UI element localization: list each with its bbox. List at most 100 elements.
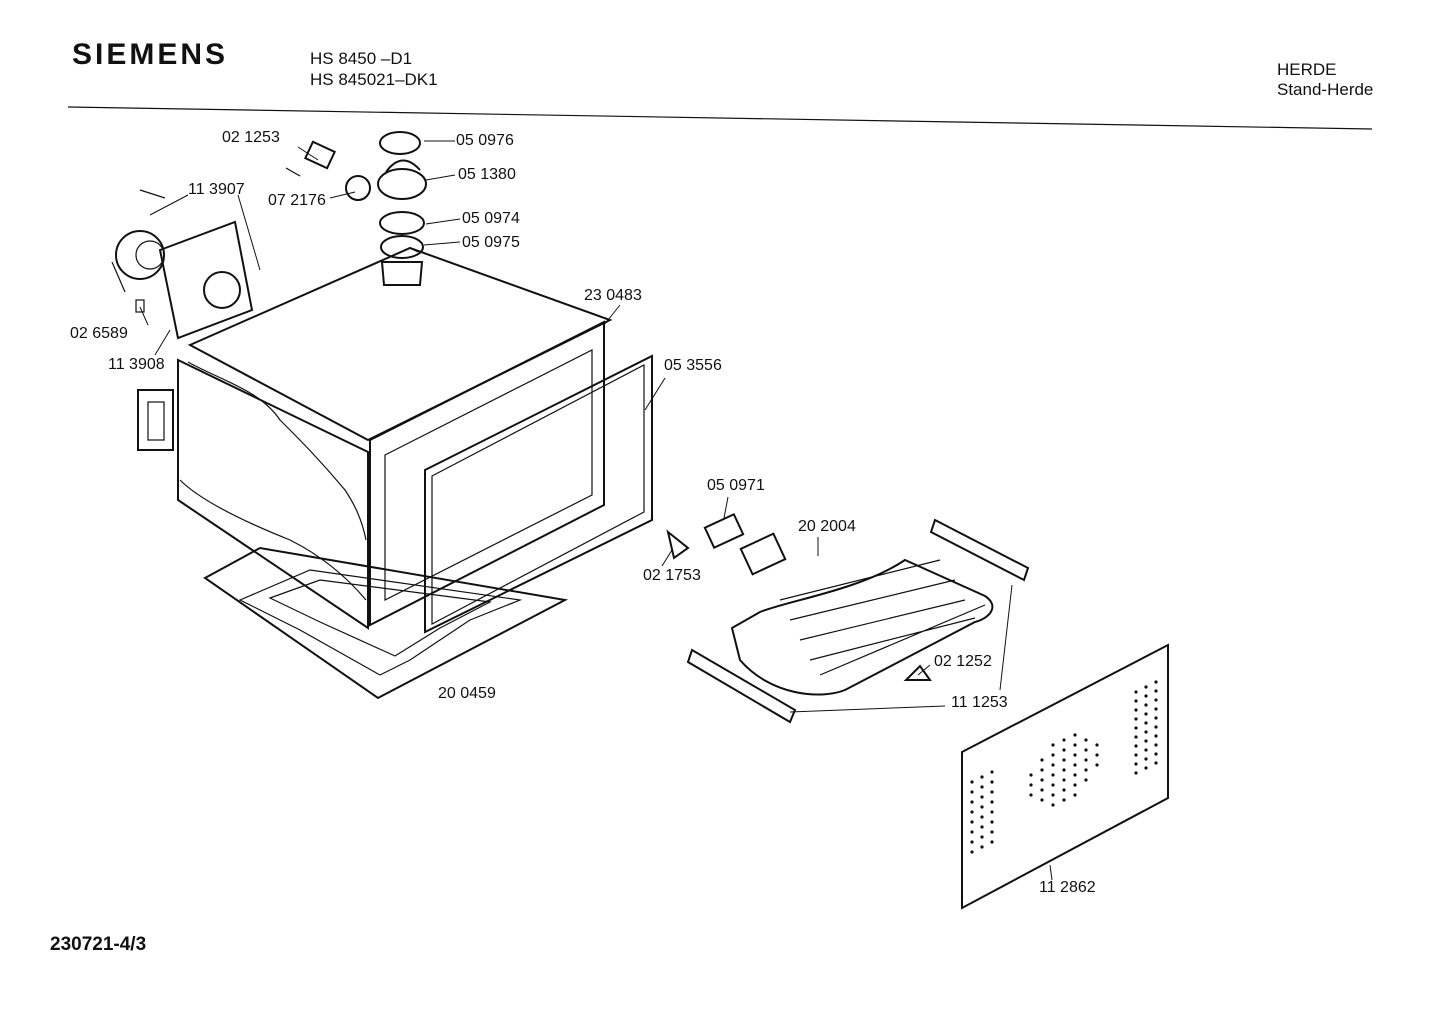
perforation-dot <box>970 790 974 794</box>
grill-heating-element <box>730 532 994 696</box>
perforation-dot <box>1154 752 1158 756</box>
perforation-dot <box>1144 721 1148 725</box>
perforation-dot <box>1084 748 1088 752</box>
perforation-dot <box>1040 798 1044 802</box>
perforation-dot <box>1062 768 1066 772</box>
perforation-dot <box>1134 717 1138 721</box>
perforation-dot <box>1144 766 1148 770</box>
perforation-dot <box>1073 733 1077 737</box>
perforation-dot <box>1084 768 1088 772</box>
perforation-dot <box>1040 758 1044 762</box>
perforation-dot <box>1134 699 1138 703</box>
perforation-dot <box>1040 768 1044 772</box>
part-label-050974: 05 0974 <box>462 210 520 227</box>
perforation-dot <box>1154 689 1158 693</box>
perforation-dot <box>990 830 994 834</box>
perforation-dot <box>980 775 984 779</box>
perforation-dot <box>1029 793 1033 797</box>
part-label-202004: 20 2004 <box>798 518 856 535</box>
perforation-dot <box>1051 803 1055 807</box>
perforation-dot <box>1134 735 1138 739</box>
perforation-dot <box>990 770 994 774</box>
perforation-dot <box>990 780 994 784</box>
perforation-dot <box>1073 773 1077 777</box>
terminal-block <box>703 512 745 550</box>
perforation-dot <box>1134 771 1138 775</box>
element-rails <box>686 518 1030 724</box>
perforation-dot <box>1029 783 1033 787</box>
perforation-dot <box>970 840 974 844</box>
brand-logo: SIEMENS <box>72 38 229 71</box>
perforation-dot <box>1144 685 1148 689</box>
part-label-021753: 02 1753 <box>643 567 701 584</box>
part-label-021252: 02 1252 <box>934 653 992 670</box>
part-label-111253: 11 1253 <box>951 694 1008 711</box>
perforation-dot <box>1062 738 1066 742</box>
perforation-dot <box>980 785 984 789</box>
part-label-050971: 05 0971 <box>707 477 765 494</box>
perforation-dot <box>1144 757 1148 761</box>
perforation-dot <box>1029 773 1033 777</box>
perforation-dot <box>1154 680 1158 684</box>
perforation-dot <box>980 835 984 839</box>
perforation-dot <box>1051 793 1055 797</box>
perforation-dot <box>970 800 974 804</box>
perforation-dot <box>1154 761 1158 765</box>
part-label-050976: 05 0976 <box>456 132 514 149</box>
perforation-dot <box>1144 712 1148 716</box>
perforation-dot <box>980 805 984 809</box>
perforation-dot <box>990 820 994 824</box>
category-subtitle: Stand-Herde <box>1277 80 1374 99</box>
part-label-072176: 07 2176 <box>268 192 326 209</box>
clip-part <box>666 529 690 560</box>
category-title: HERDE <box>1277 60 1337 79</box>
rear-panel <box>961 643 1169 910</box>
perforation-dot <box>1144 703 1148 707</box>
perforation-dot <box>1095 743 1099 747</box>
model-number-1: HS 8450 –D1 <box>310 49 413 68</box>
side-bracket <box>137 389 174 451</box>
perforation-dot <box>970 780 974 784</box>
perforation-dot <box>1084 738 1088 742</box>
part-label-113908: 11 3908 <box>108 356 165 373</box>
perforation-dot <box>1134 753 1138 757</box>
perforation-dot <box>1134 726 1138 730</box>
perforation-dot <box>1051 753 1055 757</box>
foot-part <box>903 664 932 681</box>
perforation-dot <box>1040 778 1044 782</box>
perforation-dot <box>990 790 994 794</box>
perforation-dot <box>1144 730 1148 734</box>
part-label-230483: 23 0483 <box>584 287 642 304</box>
perforation-dot <box>970 820 974 824</box>
part-label-112862: 11 2862 <box>1039 879 1096 896</box>
perforation-dot <box>980 815 984 819</box>
perforation-dot <box>1051 743 1055 747</box>
perforation-dot <box>1051 783 1055 787</box>
perforation-dot <box>980 825 984 829</box>
perforation-dot <box>1154 698 1158 702</box>
perforation-dot <box>1134 690 1138 694</box>
perforation-dot <box>1144 739 1148 743</box>
perforation-dot <box>1084 758 1088 762</box>
perforation-dot <box>1073 763 1077 767</box>
perforation-dot <box>1144 748 1148 752</box>
perforation-dot <box>1154 725 1158 729</box>
perforation-dot <box>1073 743 1077 747</box>
perforation-dot <box>1051 773 1055 777</box>
perforation-dot <box>990 840 994 844</box>
perforation-dot <box>1154 716 1158 720</box>
perforation-dot <box>1062 798 1066 802</box>
perforation-dot <box>1095 763 1099 767</box>
perforation-dot <box>1073 783 1077 787</box>
perforation-dot <box>1051 763 1055 767</box>
perforation-dot <box>1062 788 1066 792</box>
part-label-021253: 02 1253 <box>222 129 280 146</box>
perforation-dot <box>990 800 994 804</box>
header-rule <box>67 106 1373 130</box>
fan-motor-assembly <box>111 189 254 340</box>
perforation-dot <box>970 850 974 854</box>
top-fitting-stack <box>285 131 427 286</box>
perforation-dot <box>990 810 994 814</box>
leader-lines <box>139 140 1053 881</box>
